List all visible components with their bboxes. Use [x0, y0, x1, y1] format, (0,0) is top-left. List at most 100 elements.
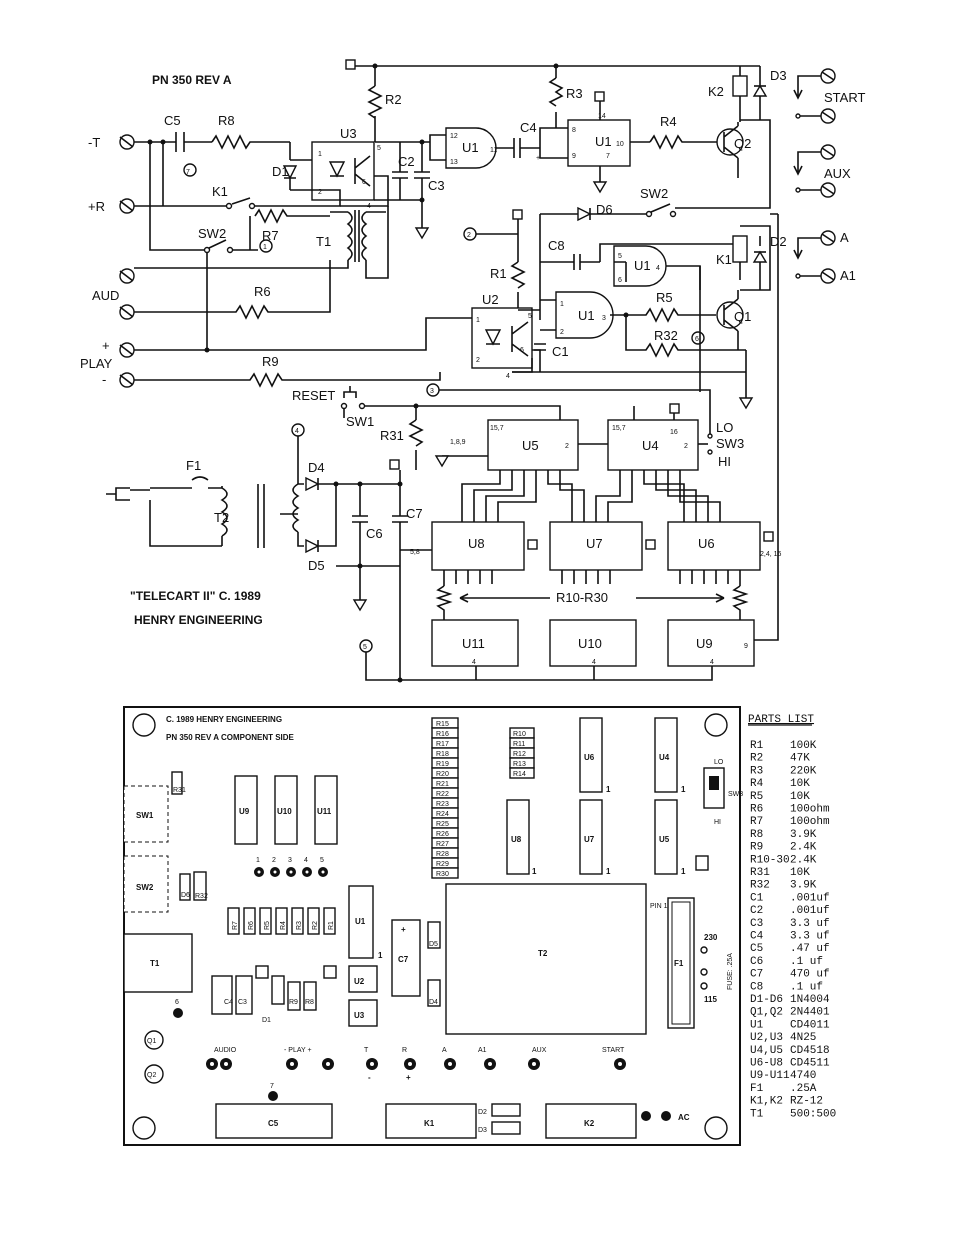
- node-4: 4: [295, 428, 299, 435]
- label-r31: R31: [380, 428, 404, 443]
- pin: 16: [670, 429, 678, 436]
- node-3: 3: [430, 388, 434, 395]
- parts-value: .1 uf: [790, 981, 823, 993]
- parts-value: 4N25: [790, 1032, 816, 1044]
- pcb-label-sw2: SW2: [136, 883, 154, 892]
- ic-u7: [579, 799, 603, 875]
- decoder-u6: [667, 521, 761, 571]
- parts-value: 3.9K: [790, 880, 817, 892]
- transistor-q1: [144, 1030, 164, 1050]
- switch-sw2[interactable]: [123, 855, 169, 913]
- pcb-label-c5: C5: [268, 1119, 279, 1128]
- node-5: 5: [363, 644, 367, 651]
- parts-value: 3.3 uf: [790, 931, 830, 943]
- relay-k1: [385, 1103, 477, 1139]
- parts-ref: R32: [750, 880, 770, 892]
- pcb-label-u6: U6: [584, 753, 595, 762]
- pcb-pad-hole: [408, 1062, 412, 1066]
- pcb-label-t1: T1: [150, 959, 160, 968]
- pcb-label-d2: D2: [478, 1109, 487, 1116]
- diode-d4-icon: [305, 476, 320, 492]
- label-d1: D1: [272, 164, 289, 179]
- pin: 7: [606, 153, 610, 160]
- node-7: 7: [186, 169, 190, 176]
- gate-u1-3: [555, 291, 614, 339]
- diode-d2-icon: [752, 250, 768, 263]
- pin: 15,7: [490, 425, 504, 432]
- label-c6: C6: [366, 526, 383, 541]
- resistor-label: R4: [280, 921, 287, 930]
- pcb-label-u10: U10: [277, 807, 292, 816]
- resistor-box: [509, 767, 535, 779]
- parts-value: .1 uf: [790, 956, 823, 968]
- label-c4: C4: [520, 120, 537, 135]
- pin: 9: [572, 153, 576, 160]
- c7-plus: +: [401, 925, 406, 934]
- transformer-t1: [123, 933, 193, 993]
- label-lo: LO: [716, 420, 733, 435]
- pcb-sign-minus: -: [368, 1073, 371, 1082]
- pcb-terminal-label: AUX: [532, 1047, 547, 1054]
- resistor-label: R12: [513, 751, 526, 758]
- display-u10: [549, 619, 637, 667]
- switch-sw1[interactable]: [123, 785, 169, 843]
- parts-value: 10K: [790, 867, 810, 879]
- pin-1: 1: [606, 867, 611, 876]
- label-u9: U9: [696, 636, 713, 651]
- label-k1: K1: [212, 184, 228, 199]
- pin: 6: [618, 277, 622, 284]
- pin: 2: [476, 357, 480, 364]
- pcb-label-d5: D5: [429, 941, 438, 948]
- resistor-label: R10: [513, 731, 526, 738]
- cap-c7: [391, 919, 421, 997]
- diode-d5-icon: [305, 538, 320, 554]
- resistor-column-r15-r30: R15R16R17R18R19R20R21R22R23R24R25R26R27R…: [431, 717, 459, 879]
- cap-c3: [235, 975, 253, 1015]
- parts-ref: R6: [750, 804, 763, 816]
- label-u7: U7: [586, 536, 603, 551]
- pcb-label-sw1: SW1: [136, 811, 154, 820]
- parts-value: 10K: [790, 778, 810, 790]
- pcb-pad-hole: [290, 1062, 294, 1066]
- pcb-pad-hole: [448, 1062, 452, 1066]
- ic-u5: [654, 799, 678, 875]
- pin: 2: [560, 329, 564, 336]
- label-u8: U8: [468, 536, 485, 551]
- pcb-label-c4: C4: [224, 999, 233, 1006]
- parts-value: 4740: [790, 1070, 816, 1082]
- resistor-label: R25: [436, 821, 449, 828]
- label-r32: R32: [654, 328, 678, 343]
- parts-value: 2.4K: [790, 854, 817, 866]
- pcb-pad-hole: [257, 870, 261, 874]
- resistor-label: R15: [436, 721, 449, 728]
- ic-u11: [314, 775, 338, 845]
- pcb-label-r31: R31: [173, 787, 186, 794]
- label-sw1: SW1: [346, 414, 374, 429]
- parts-value: .001uf: [790, 892, 830, 904]
- label-r10-r30: R10-R30: [556, 590, 608, 605]
- resistor-label: R17: [436, 741, 449, 748]
- pcb-label-d4: D4: [429, 999, 438, 1006]
- label-r3: R3: [566, 86, 583, 101]
- parts-value: CD4518: [790, 1045, 830, 1057]
- decoder-u8: [431, 521, 525, 571]
- label-u5: U5: [522, 438, 539, 453]
- parts-value: .001uf: [790, 905, 830, 917]
- pin: 14: [598, 113, 606, 120]
- parts-ref: U4,U5: [750, 1045, 783, 1057]
- parts-ref: R10-30: [750, 854, 790, 866]
- label-k1b: K1: [716, 252, 732, 267]
- ic-u10: [274, 775, 298, 845]
- resistor-label: R18: [436, 751, 449, 758]
- resistor-box: [275, 907, 288, 935]
- pin: 13: [450, 159, 458, 166]
- pin: 5: [618, 253, 622, 260]
- resistor-label: R2: [312, 921, 319, 930]
- label-r6: R6: [254, 284, 271, 299]
- label-r8: R8: [218, 113, 235, 128]
- pin: 15,7: [612, 425, 626, 432]
- pin: 9: [744, 643, 748, 650]
- parts-value: 2N4401: [790, 1007, 830, 1019]
